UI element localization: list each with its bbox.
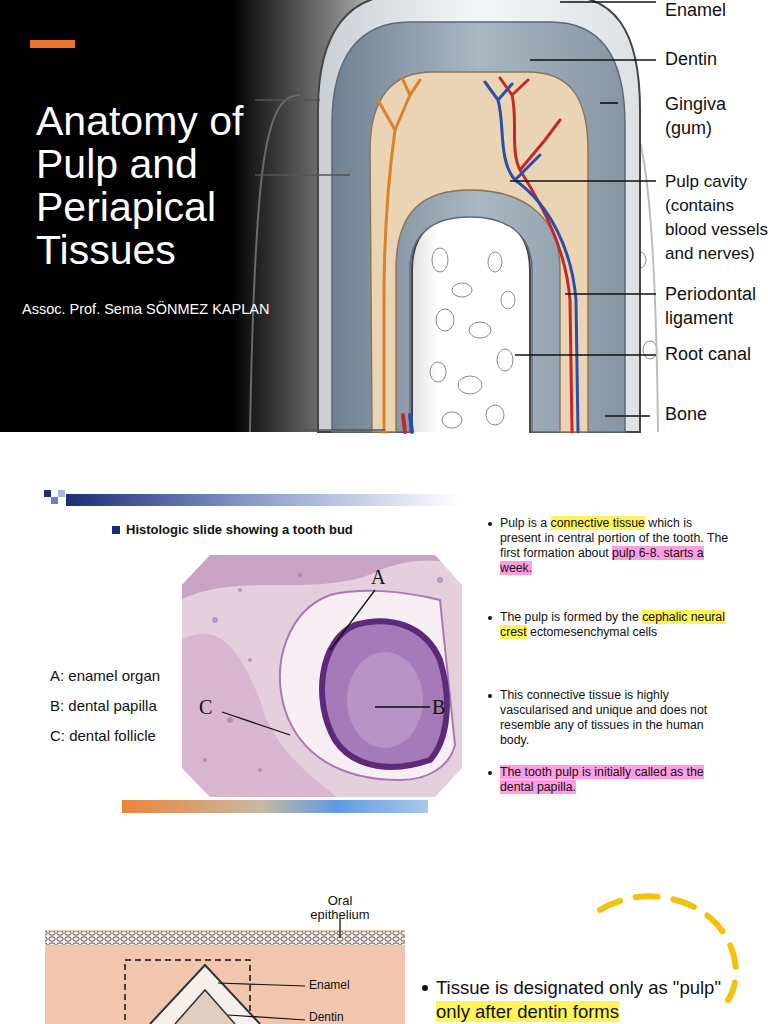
pulp-cavity <box>370 72 588 432</box>
decorative-bar <box>122 800 428 813</box>
bullet-text: The pulp is formed by the cephalic neura… <box>500 610 732 640</box>
callout-letter: C <box>199 696 212 719</box>
part-label: Oral epithelium <box>300 894 380 922</box>
part-label: Root canal <box>665 344 751 365</box>
text-segment: The pulp is formed by the <box>500 610 639 624</box>
slide-header-bar <box>44 490 460 506</box>
text-segment: only after dentin forms <box>436 1001 619 1022</box>
tooth-germ-figure <box>45 918 405 1024</box>
key-label: B: dental papilla <box>50 697 157 714</box>
key-label: C: dental follicle <box>50 727 156 744</box>
callout-letter: A <box>371 566 385 589</box>
bullet-dot <box>488 771 492 775</box>
bullet-dot <box>422 985 428 991</box>
text-segment: connective tissue <box>551 516 645 530</box>
bullet-dot <box>488 616 492 620</box>
part-label: Pulp cavity (contains blood vessels and … <box>665 170 768 266</box>
accent-bar <box>30 40 75 48</box>
text-segment: Tissue is designated only as "pulp" <box>436 977 721 998</box>
part-label: Dentin <box>309 1010 344 1024</box>
key-label: A: enamel organ <box>50 667 160 684</box>
bullet-text: Tissue is designated only as "pulp" only… <box>436 976 726 1024</box>
leader-lines <box>222 590 430 735</box>
bullet-text: Pulp is a connective tissue which is pre… <box>500 516 732 576</box>
leader-lines <box>255 100 385 430</box>
part-label: Periodontal ligament <box>665 282 768 330</box>
slide-heading: Histologic slide showing a tooth bud <box>126 522 353 537</box>
vessels-nerves <box>378 78 578 432</box>
part-label: Enamel <box>309 978 350 992</box>
leader-lines <box>510 2 656 416</box>
bullet-text: This connective tissue is highly vascula… <box>500 688 732 748</box>
text-segment: Pulp is a <box>500 516 547 530</box>
part-label: Gingiva (gum) <box>665 92 765 140</box>
text-segment: ectomesenchymal cells <box>530 625 657 639</box>
text-segment: This connective tissue is highly vascula… <box>500 688 707 747</box>
author-name: Assoc. Prof. Sema SÖNMEZ KAPLAN <box>22 301 342 317</box>
slide-background <box>0 0 768 432</box>
histology-image <box>180 553 465 799</box>
dentin-layer <box>332 22 625 432</box>
part-label: Bone <box>665 404 707 425</box>
part-label: Enamel <box>665 0 726 21</box>
bullet-square <box>112 526 120 534</box>
callout-letter: B <box>432 696 445 719</box>
gingiva-outline <box>250 95 300 432</box>
part-label: Dentin <box>665 49 717 70</box>
bullet-dot <box>488 522 492 526</box>
text-segment: The tooth pulp is initially called as th… <box>500 765 704 794</box>
bullet-dot <box>488 694 492 698</box>
slide-title: Anatomy of Pulp and Periapical Tissues <box>36 100 286 272</box>
bullet-text: The tooth pulp is initially called as th… <box>500 765 732 795</box>
enamel-layer <box>318 0 640 432</box>
